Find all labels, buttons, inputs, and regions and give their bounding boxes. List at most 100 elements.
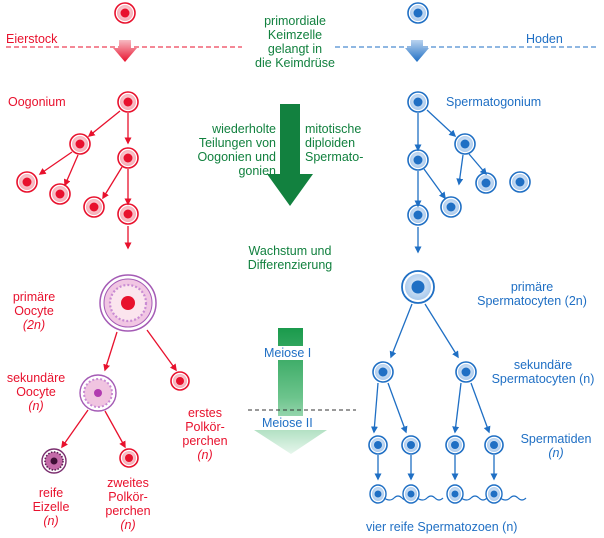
spermatozoon-cell [369, 484, 411, 504]
primary-spermatocytes-line-1: primäre [510, 280, 554, 294]
spermatid-cell [368, 435, 388, 455]
primary-spermatocyte-cell [401, 270, 435, 304]
first-polar-body-cell [170, 371, 190, 391]
spermatogonium-cell [407, 149, 429, 171]
spermatid-cell [484, 435, 504, 455]
mitosis-left-line-4: gonien [238, 164, 276, 178]
meiosis1-arrow-right-male [424, 303, 459, 359]
meiosis1-arrow-left [103, 331, 118, 372]
growth-line-2: Differenzierung [247, 258, 333, 272]
secondary-spermatocyte-cell [372, 361, 394, 383]
secondary-spermatocytes-line-1: sekundäre [513, 358, 573, 372]
spermatogonium-cell [454, 133, 476, 155]
spermatogonium-cell [475, 172, 497, 194]
ovary-label: Eierstock [6, 32, 58, 46]
secondary-spermatocytes-line-2: Spermatocyten (n) [491, 372, 595, 386]
oogonium-arrow [102, 166, 123, 200]
egg-cell [41, 448, 67, 474]
first-polar-body-line-4: (n) [197, 448, 213, 462]
primary-spermatocytes-line-2: Spermatocyten (2n) [477, 294, 587, 308]
oogonium-arrow-left [87, 110, 121, 137]
primary-oocyte-cell [99, 274, 157, 332]
spermatogonium-cell [407, 204, 429, 226]
growth-line-1: Wachstum und [248, 244, 332, 258]
spermatogonium-arrow [423, 168, 446, 200]
oogonium-arrow [63, 154, 79, 187]
spermatogonium-arrow-right [426, 109, 457, 138]
oogonium-cell [16, 171, 38, 193]
primary-spermatocytes-label: primäre Spermatocyten (2n) [462, 280, 602, 308]
mitosis-right-line-2: diploiden [305, 136, 356, 150]
secondary-spermatocytes-label: sekundäre Spermatocyten (n) [484, 358, 602, 386]
spermatid-cell [401, 435, 421, 455]
mitosis-right-line-3: Spermato- [305, 150, 364, 164]
spermatogonium-arrow [456, 154, 464, 186]
second-polar-body-line-4: (n) [120, 518, 136, 532]
mitosis-left-line-3: Oogonien und [197, 150, 276, 164]
second-polar-body-line-2: Polkör- [108, 490, 148, 504]
primary-oocyte-line-2: Oocyte [14, 304, 54, 318]
spermatogonium-cell [407, 91, 429, 113]
secondary-oocyte-line-2: Oocyte [16, 385, 56, 399]
secondary-spermatocyte-cell [455, 361, 477, 383]
meiosis2-arrow-left [61, 409, 89, 449]
oogonium-cell [117, 91, 139, 113]
meiosis-arrow [254, 328, 327, 454]
secondary-oocyte-label: sekundäre Oocyte (n) [2, 371, 70, 413]
mitosis-right-line-1: mitotische [305, 122, 362, 136]
meiosis2-arrow [470, 382, 491, 434]
second-polar-body-cell [119, 448, 139, 468]
spermatid-cell [445, 435, 465, 455]
second-polar-body-label: zweites Polkör- perchen (n) [96, 476, 160, 532]
testis-entry-arrow [405, 40, 429, 62]
spermatozoon-cell [402, 484, 444, 504]
primary-oocyte-line-3: (2n) [22, 318, 46, 332]
first-polar-body-label: erstes Polkör- perchen (n) [175, 406, 235, 462]
mitosis-left-line-2: Teilungen von [198, 136, 276, 150]
secondary-oocyte-line-1: sekundäre [6, 371, 66, 385]
oogonium-cell [117, 147, 139, 169]
spermatozoon-cell [485, 484, 527, 504]
secondary-oocyte-cell [79, 374, 117, 412]
meiosis2-arrow [370, 382, 379, 434]
spermatozoa-label: vier reife Spermatozoen (n) [366, 520, 518, 534]
meiosis-1-label: Meiose I [262, 346, 314, 360]
second-polar-body-line-1: zweites [107, 476, 149, 490]
first-polar-body-line-2: Polkör- [185, 420, 225, 434]
testis-label: Hoden [526, 32, 563, 46]
spermatogonium-arrow [468, 153, 487, 176]
second-polar-body-line-3: perchen [105, 504, 151, 518]
egg-line-3: (n) [43, 514, 59, 528]
oogonium-cell [69, 133, 91, 155]
oogonium-cell [83, 196, 105, 218]
ovary-entry-arrow [113, 40, 137, 62]
egg-label: reife Eizelle (n) [24, 486, 78, 528]
meiosis1-arrow-left-male [389, 303, 413, 359]
egg-line-1: reife [38, 486, 64, 500]
meiosis1-arrow-right [146, 329, 177, 372]
meiosis2-arrow-right [104, 410, 126, 449]
egg-line-2: Eizelle [32, 500, 70, 514]
spermatogonium-label: Spermatogonium [446, 95, 542, 109]
first-polar-body-line-1: erstes [187, 406, 223, 420]
intro-line-1: primordiale [264, 14, 326, 28]
meiosis2-arrow [387, 382, 408, 434]
intro-line-3: gelangt in [267, 42, 323, 56]
oogonium-cell [49, 183, 71, 205]
spermatozoon-cell [446, 484, 488, 504]
intro-line-4: die Keimdrüse [255, 56, 335, 70]
spermatogonium-cell [509, 171, 531, 193]
primordial-germ-cell-male [407, 2, 429, 24]
oogonium-label: Oogonium [8, 95, 66, 109]
spermatids-label: Spermatiden (n) [514, 432, 598, 460]
intro-line-2: Keimzelle [267, 28, 323, 42]
mitosis-arrow [267, 104, 313, 206]
first-polar-body-line-3: perchen [182, 434, 228, 448]
oogonium-cell [117, 203, 139, 225]
spermatids-line-1: Spermatiden [520, 432, 592, 446]
primary-oocyte-line-1: primäre [12, 290, 56, 304]
oogonium-arrow [38, 151, 73, 175]
primary-oocyte-label: primäre Oocyte (2n) [6, 290, 62, 332]
meiosis-2-label: Meiose II [260, 416, 315, 430]
